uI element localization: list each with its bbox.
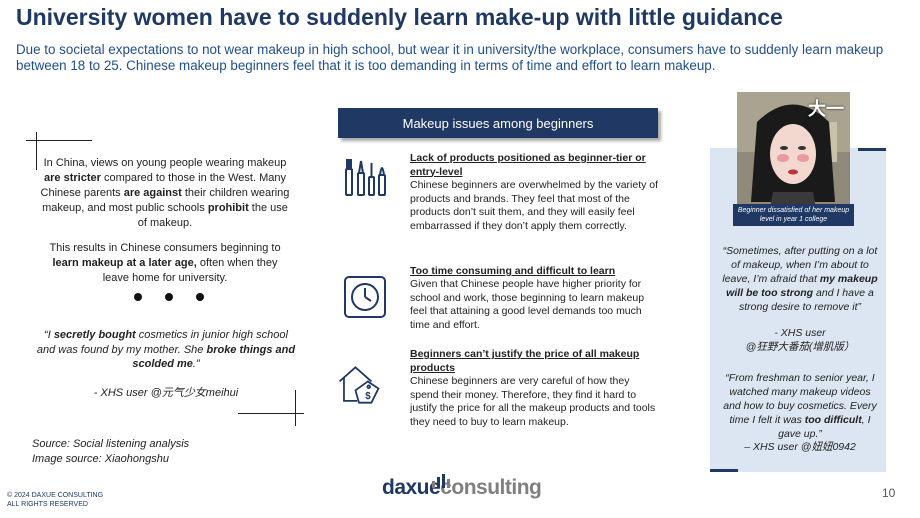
page-subtitle: Due to societal expectations to not wear… xyxy=(16,42,884,73)
text-run: are stricter xyxy=(44,172,101,184)
text-run: too difficult xyxy=(804,414,862,426)
ellipsis-dots xyxy=(134,293,204,301)
bracket-bottom-horizontal xyxy=(238,413,304,414)
logo-bars-icon xyxy=(432,474,450,488)
source-line: Source: Social listening analysis xyxy=(32,438,190,450)
text-run: learn makeup at a later age, xyxy=(52,257,197,269)
text-run: their children wearing makeup, and most … xyxy=(42,187,290,214)
company-logo: daxueconsulting xyxy=(382,476,542,500)
issue-heading-2: Too time consuming and difficult to lear… xyxy=(410,265,616,277)
consumer-quote-1: “Sometimes, after putting on a lot of ma… xyxy=(720,244,880,314)
source-note: Source: Social listening analysis Image … xyxy=(32,437,189,467)
beginner-photo xyxy=(737,92,850,225)
page-number: 10 xyxy=(882,486,896,500)
copyright-line-2: ALL RIGHTS RESERVED xyxy=(7,501,88,508)
quote-1-handle: @狂野大番茄(增肌版） xyxy=(745,341,855,353)
text-run: cosmetics in junior high school and was … xyxy=(36,329,288,356)
text-run: are against xyxy=(123,187,182,199)
issue-body-2: Given that Chinese people have higher pr… xyxy=(410,278,645,331)
consumer-quote: “I secretly bought cosmetics in junior h… xyxy=(36,328,296,372)
text-run: the use of makeup. xyxy=(137,202,288,229)
text-run: “I xyxy=(44,329,54,341)
issue-body-3: Chinese beginners are very careful of ho… xyxy=(410,375,656,428)
issues-header: Makeup issues among beginners xyxy=(338,108,658,138)
quote-1-attribution: - XHS user xyxy=(774,327,826,339)
text-run: “Sometimes, after putting on a lot of ma… xyxy=(722,245,878,285)
consumer-quote-2: “From freshman to senior year, I watched… xyxy=(720,371,880,441)
logo-daxue: daxue xyxy=(382,476,441,499)
context-text: In China, views on young people wearing … xyxy=(40,156,290,296)
svg-text:$: $ xyxy=(365,391,371,402)
text-run: compared to those in the West. Many Chin… xyxy=(40,172,286,199)
issue-body-1: Chinese beginners are overwhelmed by the… xyxy=(410,179,659,232)
copyright: © 2024 DAXUE CONSULTING ALL RIGHTS RESER… xyxy=(7,491,103,509)
photo-caption: Beginner dissatisfied of her makeup leve… xyxy=(733,204,854,226)
issue-heading-1: Lack of products positioned as beginner-… xyxy=(410,152,646,178)
text-run: broke things and scolded me xyxy=(132,343,296,371)
copyright-line-1: © 2024 DAXUE CONSULTING xyxy=(7,492,104,499)
context-paragraph-2: This results in Chinese consumers beginn… xyxy=(40,241,290,286)
text-run: my makeup will be too strong xyxy=(726,273,878,299)
page-title: University women have to suddenly learn … xyxy=(16,4,783,30)
text-run: In China, views on young people wearing … xyxy=(43,157,287,169)
image-source-line: Image source: Xiaohongshu xyxy=(32,453,169,465)
text-run: , I gave up.” xyxy=(778,414,871,440)
bracket-top-horizontal xyxy=(26,140,92,141)
text-run: often when they leave home for universit… xyxy=(102,257,278,284)
quote-2-attribution: – XHS user @妞妞0942 xyxy=(744,441,856,453)
issue-heading-3: Beginners can’t justify the price of all… xyxy=(410,348,640,374)
price-tag-icon: $ xyxy=(338,366,380,404)
text-run: .” xyxy=(192,358,200,370)
quote-attribution: - XHS user @元气少女meihui xyxy=(93,387,239,399)
text-run: and I have a strong desire to remove it” xyxy=(739,287,874,313)
text-run: prohibit xyxy=(207,202,249,214)
text-run: “From freshman to senior year, I watched… xyxy=(723,372,877,426)
context-paragraph-1: In China, views on young people wearing … xyxy=(40,156,290,231)
text-run: secretly bought xyxy=(53,329,136,341)
photo-overlay-text: 大一 xyxy=(808,99,844,119)
makeup-brushes-icon xyxy=(345,159,386,196)
bracket-bottom-vertical xyxy=(295,390,296,426)
clock-icon xyxy=(344,276,386,318)
bracket-top-vertical xyxy=(36,132,37,170)
logo-consulting: consulting xyxy=(440,476,542,499)
text-run: This results in Chinese consumers beginn… xyxy=(49,242,281,254)
panel-accent-top xyxy=(858,148,886,151)
panel-accent-bottom xyxy=(710,469,738,472)
